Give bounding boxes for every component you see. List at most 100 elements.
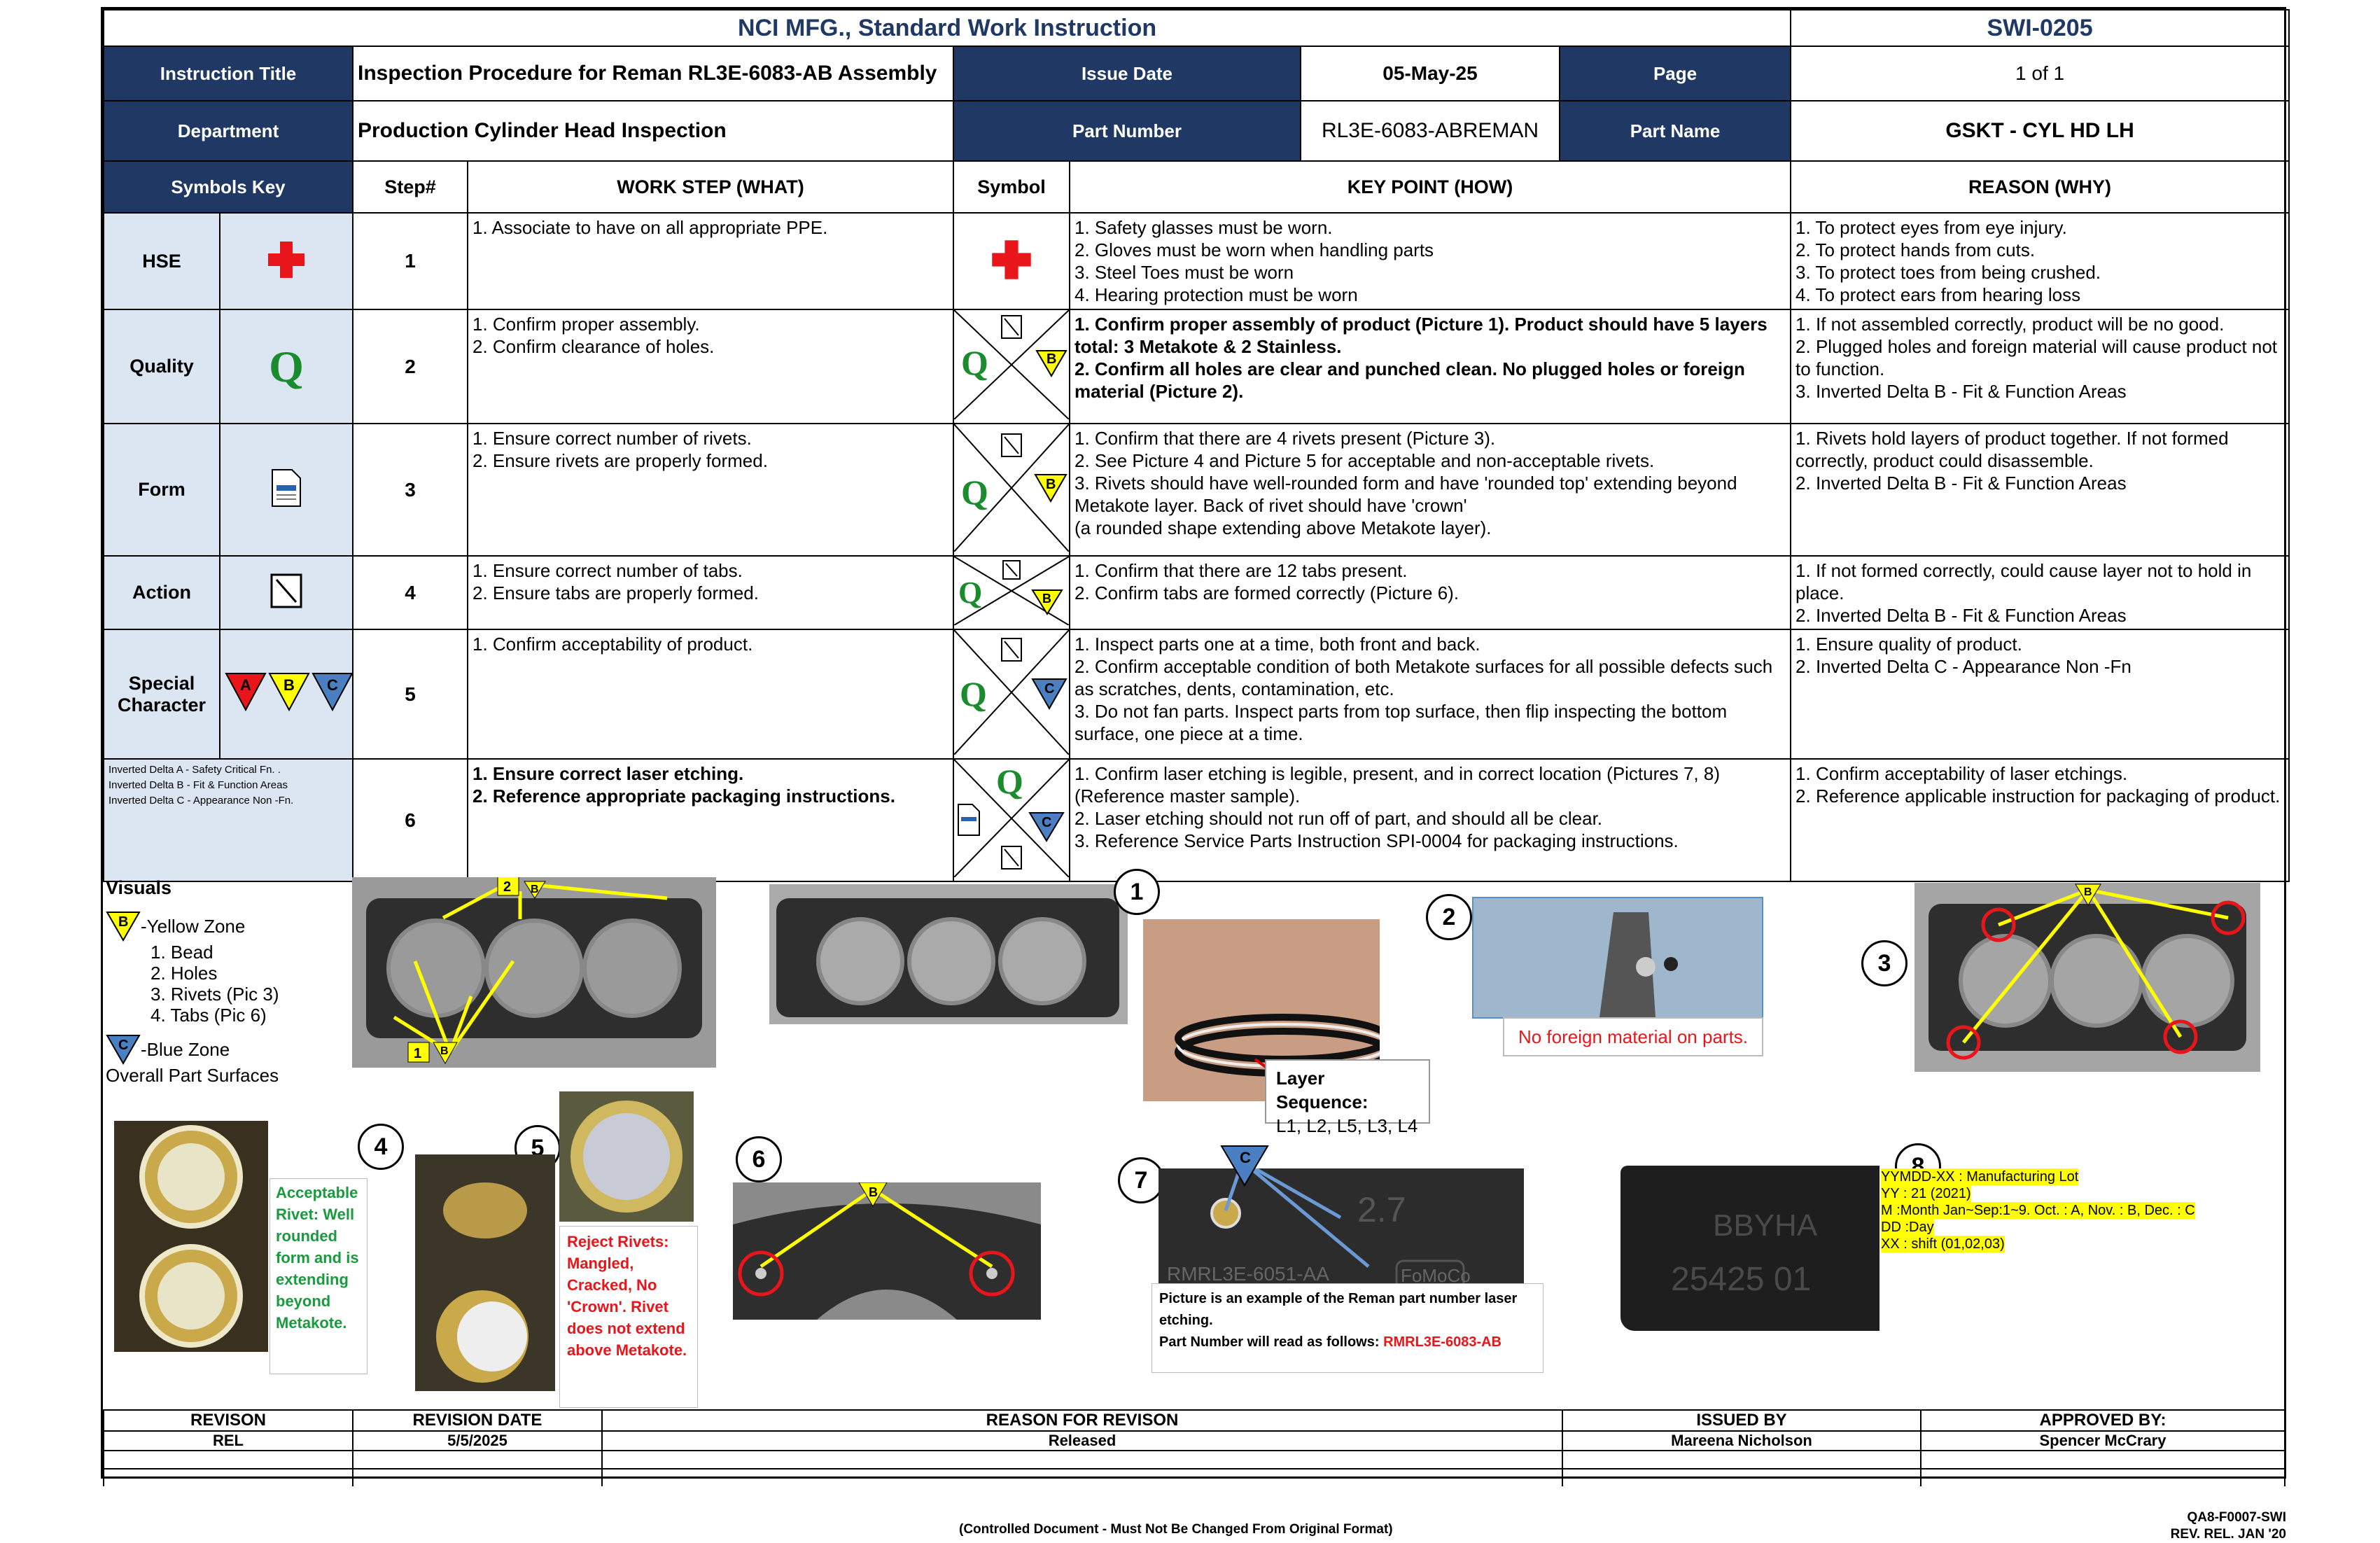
lot-code-legend: YYMDD-XX : Manufacturing Lot YY : 21 (20… [1881,1168,2195,1252]
delta-note: Inverted Delta A - Safety Critical Fn. . [108,764,281,776]
key-special-label: Special Character [103,629,220,760]
delta-a-icon: A [240,676,251,694]
step-row: Action 4 1. Ensure correct number of tab… [103,555,2290,630]
delta-c-icon: C [106,1035,141,1065]
svg-text:B: B [531,884,539,895]
symbol-cell: Q B [953,555,1070,630]
reject-rivet-photo [415,1154,555,1391]
blue-zone-label: -Blue Zone [141,1039,230,1060]
symbol-cell: Q B [953,423,1070,557]
svg-text:Q: Q [958,575,982,610]
rev-value: Mareena Nicholson [1562,1430,1921,1451]
gasket-photo-zones: 2 B 1 B [352,875,716,1068]
part-number: RL3E-6083-ABREMAN [1300,100,1560,162]
page-label: Page [1558,46,1792,102]
doc-id: SWI-0205 [1790,9,2290,47]
why-header: REASON (WHY) [1790,160,2290,214]
no-foreign-note: No foreign material on parts. [1503,1017,1763,1056]
layer-sequence-title: Layer Sequence: [1276,1068,1368,1112]
rev-value: 5/5/2025 [352,1430,603,1451]
red-cross-icon [219,212,354,310]
step-number: 2 [352,309,468,424]
form-footer: QA8-F0007-SWI REV. REL. JAN '20 [2171,1509,2286,1543]
rivet-gasket-photo: B [1914,883,2260,1072]
gasket-photo-1 [769,884,1128,1024]
form-id: QA8-F0007-SWI [2187,1510,2286,1525]
svg-text:B: B [2084,886,2092,898]
reject-note: Reject Rivets: Mangled, Cracked, No 'Cro… [559,1226,698,1408]
quality-icon: Q [219,309,354,424]
lot-line: YYMDD-XX : Manufacturing Lot [1881,1168,2079,1185]
step-row: Inverted Delta A - Safety Critical Fn. .… [103,758,2290,882]
svg-text:RMRL3E-6051-AA: RMRL3E-6051-AA [1167,1263,1329,1285]
step-what: 1. Ensure correct laser etching. 2. Refe… [467,758,954,882]
tab-photo: B [733,1182,1041,1320]
step-row: Special Character A B C 5 1. Confirm acc… [103,629,2290,760]
picture-number: 3 [1861,940,1907,986]
what-header: WORK STEP (WHAT) [467,160,954,214]
picture-number: 1 [1114,869,1160,915]
acceptable-note: Acceptable Rivet: Well rounded form and … [270,1178,368,1374]
layer-sequence-box: Layer Sequence: L1, L2, L5, L3, L4 [1265,1059,1430,1136]
step-row: HSE 1 1. Associate to have on all approp… [103,212,2290,310]
picture-number: 7 [1118,1157,1164,1203]
rev-header: ISSUED BY [1562,1409,1921,1432]
yellow-item: 1. Bead [150,942,214,963]
quality-action-delta-b-icon: Q B [955,425,1068,552]
how-header: KEY POINT (HOW) [1068,160,1792,214]
rev-header: REASON FOR REVISON [601,1409,1563,1432]
instruction-title-label: Instruction Title [103,46,354,102]
department-label: Department [103,100,354,162]
delta-c-icon: C [1220,1145,1269,1187]
step-why: 1. Rivets hold layers of product togethe… [1790,423,2290,557]
delta-notes: Inverted Delta A - Safety Critical Fn. .… [103,758,354,882]
key-quality-label: Quality [103,309,220,424]
step-header: Step# [352,160,468,214]
step-what: 1. Ensure correct number of tabs. 2. Ens… [467,555,954,630]
header-table: NCI MFG., Standard Work Instruction SWI-… [102,9,2290,882]
lot-line: YY : 21 (2021) [1881,1185,1971,1202]
delta-b-icon: B [106,912,141,942]
svg-text:2: 2 [503,879,511,895]
svg-text:FoMoCo: FoMoCo [1401,1265,1471,1286]
blue-zone-desc: Overall Part Surfaces [106,1065,279,1086]
picture-number: 4 [358,1124,404,1170]
step-why: 1. To protect eyes from eye injury. 2. T… [1790,212,2290,310]
svg-text:C: C [1044,681,1054,697]
svg-text:Q: Q [961,343,988,382]
step-how: 1. Confirm laser etching is legible, pre… [1068,758,1792,882]
step-number: 5 [352,629,468,760]
svg-text:Q: Q [960,674,987,713]
key-hse-label: HSE [103,212,220,310]
svg-text:B: B [440,1045,449,1057]
delta-c-icon: C [327,676,338,694]
step-number: 1 [352,212,468,310]
svg-text:B: B [1042,592,1051,606]
step-what: 1. Associate to have on all appropriate … [467,212,954,310]
pic7-note-box: Picture is an example of the Reman part … [1152,1283,1544,1373]
symbol-cell: Q C [953,629,1070,760]
quality-form-action-delta-c-icon: Q C [955,760,1068,878]
lot-line: M :Month Jan~Sep:1~9. Oct. : A, Nov. : B… [1881,1202,2195,1219]
delta-note: Inverted Delta C - Appearance Non -Fn. [108,795,294,807]
zone-legend: B -Yellow Zone 1. Bead 2. Holes 3. Rivet… [106,911,279,1086]
step-what: 1. Confirm acceptability of product. [467,629,954,760]
rev-header: REVISON [103,1409,354,1432]
quality-action-delta-c-icon: Q C [955,631,1068,755]
rev-value: Released [601,1430,1563,1451]
svg-text:1: 1 [414,1046,421,1061]
step-number: 6 [352,758,468,882]
part-name: GSKT - CYL HD LH [1790,100,2290,162]
svg-text:BBYHA: BBYHA [1713,1208,1818,1243]
svg-text:B: B [1046,351,1056,367]
yellow-item: 2. Holes [150,963,218,984]
step-how: 1. Safety glasses must be worn. 2. Glove… [1068,212,1792,310]
visuals-title: Visuals [106,877,172,898]
quality-action-delta-b-icon: Q B [955,557,1068,626]
pic7-pn-prefix: Part Number will read as follows: [1159,1334,1384,1350]
symbol-header: Symbol [953,160,1070,214]
svg-text:25425 01: 25425 01 [1671,1261,1811,1298]
reject-rivet-closeup [559,1091,694,1222]
svg-text:Q: Q [961,473,988,512]
rev-rel: REV. REL. JAN '20 [2170,1527,2286,1542]
